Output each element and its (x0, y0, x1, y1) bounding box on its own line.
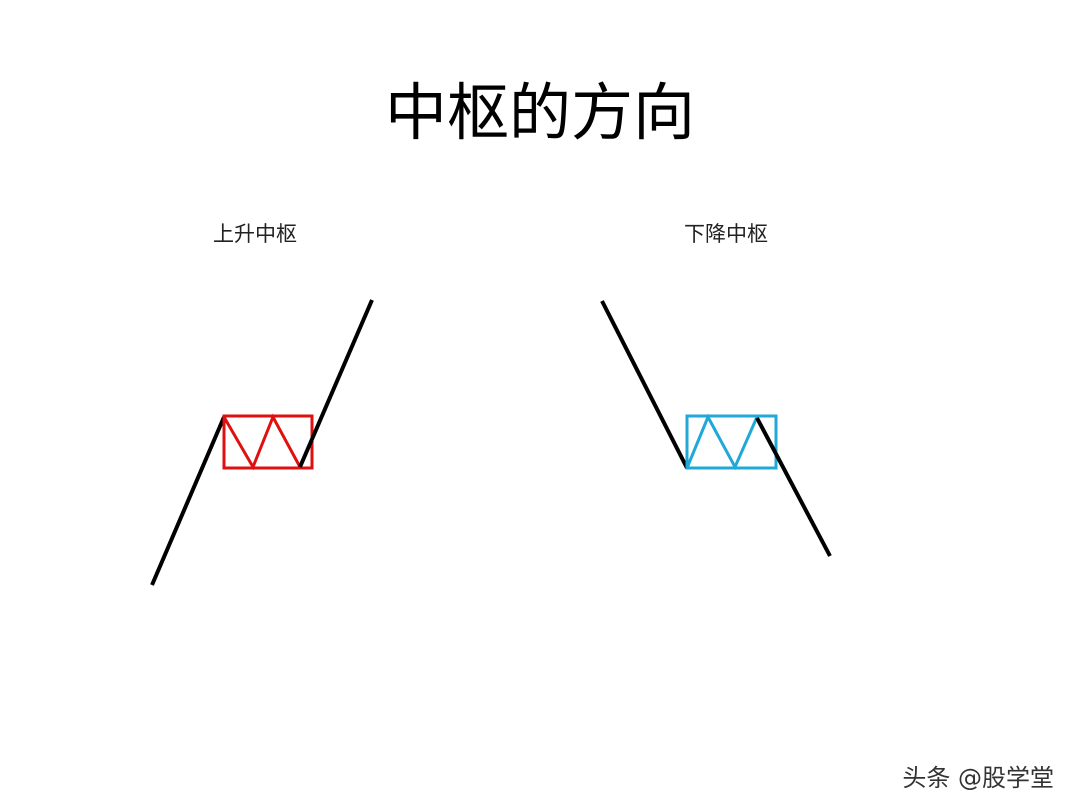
falling-pivot-diagram (600, 300, 832, 557)
rising-trend-out (298, 299, 374, 468)
rising-trend-in (150, 416, 226, 586)
rising-pivot-zigzag (222, 413, 302, 471)
falling-trend-out (755, 417, 832, 557)
falling-pivot-box (685, 414, 778, 470)
page-title: 中枢的方向 (384, 76, 695, 149)
watermark: 头条 @股学堂 (902, 764, 1054, 792)
rising-pivot-label: 上升中枢 (213, 222, 297, 246)
falling-pivot-label: 下降中枢 (684, 222, 768, 246)
rising-pivot-diagram (150, 299, 374, 586)
falling-trend-in (600, 300, 689, 469)
falling-pivot-zigzag (685, 413, 759, 471)
